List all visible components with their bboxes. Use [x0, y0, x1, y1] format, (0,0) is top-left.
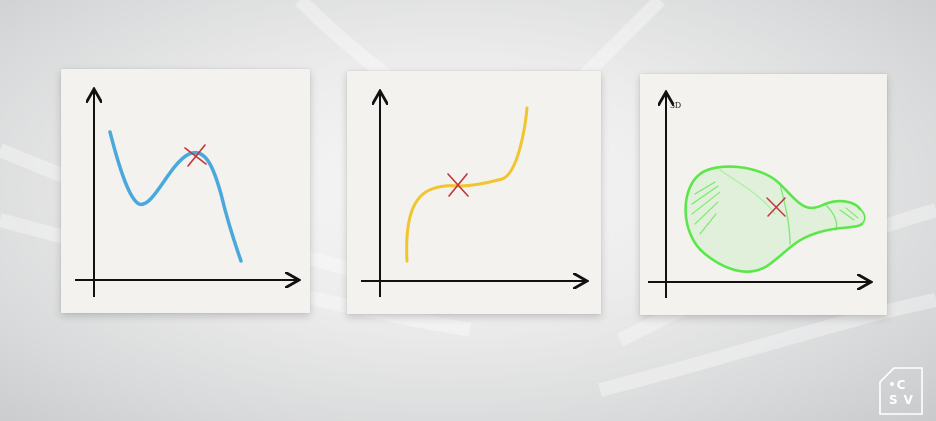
- curve: [405, 106, 529, 263]
- brand-logo: C SV: [878, 366, 924, 416]
- surface-shading: [685, 166, 865, 272]
- diagram-3d-saddle: [648, 74, 887, 298]
- corner-label-3d: 3D: [670, 101, 681, 110]
- surface: [684, 165, 866, 273]
- logo-text-top: C: [896, 378, 912, 392]
- curve: [108, 130, 243, 263]
- diagram-card-local-extremum: [61, 69, 310, 313]
- diagram-card-inflection: [347, 71, 601, 314]
- diagram-inflection: [361, 71, 601, 297]
- logo-text-bottom: SV: [889, 393, 919, 407]
- marker-cross: [184, 144, 207, 167]
- marker-cross: [766, 197, 786, 217]
- marker-cross: [447, 173, 469, 197]
- diagram-local-extremum: [75, 69, 310, 297]
- logo-badge-outline: [879, 367, 923, 415]
- diagram-card-3d-saddle: 3D: [640, 74, 887, 315]
